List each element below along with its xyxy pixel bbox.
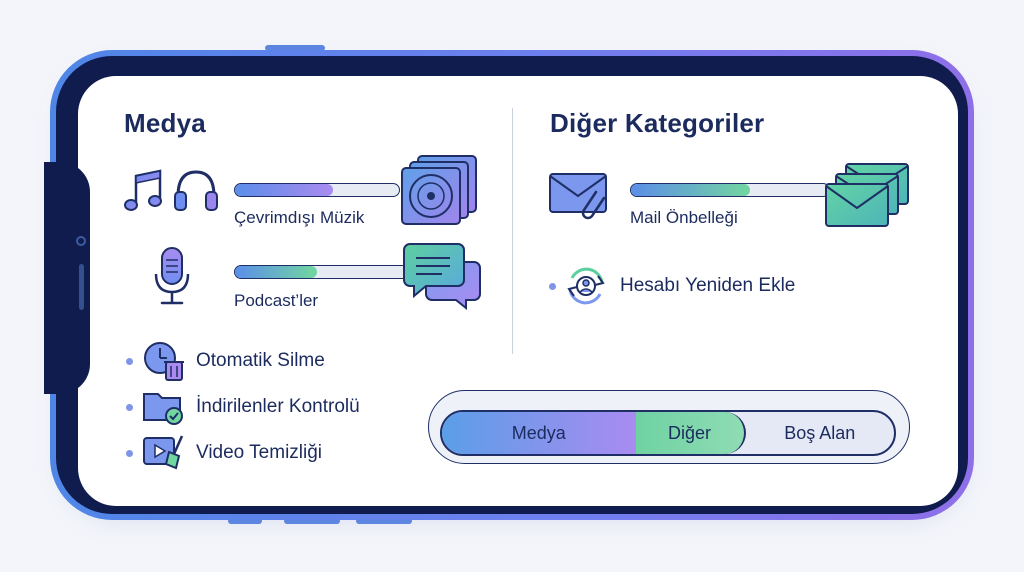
vinyl-records-icon[interactable] xyxy=(400,154,482,230)
media-section-title: Medya xyxy=(124,108,206,138)
side-button-bottom-3[interactable] xyxy=(356,518,412,524)
storage-segment-free[interactable]: Boş Alan xyxy=(746,412,895,454)
side-button-bottom-1[interactable] xyxy=(228,518,262,524)
re-add-account-label[interactable]: Hesabı Yeniden Ekle xyxy=(620,275,796,296)
headphones-icon xyxy=(174,170,218,211)
speaker-grille xyxy=(79,264,84,310)
storage-segment-media-label: Medya xyxy=(511,422,566,443)
folder-check-icon xyxy=(143,393,183,425)
section-divider xyxy=(512,108,513,354)
podcasts-progress-fill xyxy=(235,266,317,278)
chat-bubbles-icon[interactable] xyxy=(402,242,482,310)
offline-music-progress-fill xyxy=(235,184,334,196)
storage-segment-free-label: Boş Alan xyxy=(784,422,856,443)
list-bullet xyxy=(126,450,133,457)
other-section-title: Diğer Kategoriler xyxy=(550,108,765,138)
storage-segment-other-label: Diğer xyxy=(667,422,711,443)
podcasts-label: Podcast’ler xyxy=(234,291,319,310)
auto-delete-label[interactable]: Otomatik Silme xyxy=(196,350,325,371)
list-bullet xyxy=(126,358,133,365)
clock-trash-icon xyxy=(144,342,184,381)
list-bullet xyxy=(549,283,556,290)
account-sync-icon xyxy=(567,267,605,305)
list-bullet xyxy=(126,404,133,411)
side-button-top[interactable] xyxy=(265,45,325,51)
storage-bar[interactable]: Medya Diğer Boş Alan xyxy=(440,410,896,456)
storage-segment-other[interactable]: Diğer xyxy=(635,412,746,454)
mail-cache-progress-fill xyxy=(631,184,750,196)
side-button-bottom-2[interactable] xyxy=(284,518,340,524)
podcasts-progress-bar xyxy=(234,265,410,279)
offline-music-progress-bar xyxy=(234,183,400,197)
mail-cache-label: Mail Önbelleği xyxy=(630,208,738,227)
front-camera-icon xyxy=(76,236,86,246)
video-cleanup-label[interactable]: Video Temizliği xyxy=(196,442,323,463)
music-note-icon xyxy=(124,169,162,211)
storage-segment-media[interactable]: Medya xyxy=(442,412,636,454)
stacked-envelopes-icon[interactable] xyxy=(824,162,912,230)
mail-cache-progress-bar xyxy=(630,183,830,197)
downloads-control-label[interactable]: İndirilenler Kontrolü xyxy=(196,396,360,417)
video-broom-icon xyxy=(143,435,184,470)
offline-music-label: Çevrimdışı Müzik xyxy=(234,208,365,227)
mail-attachment-icon xyxy=(549,173,607,220)
microphone-icon xyxy=(154,247,190,305)
